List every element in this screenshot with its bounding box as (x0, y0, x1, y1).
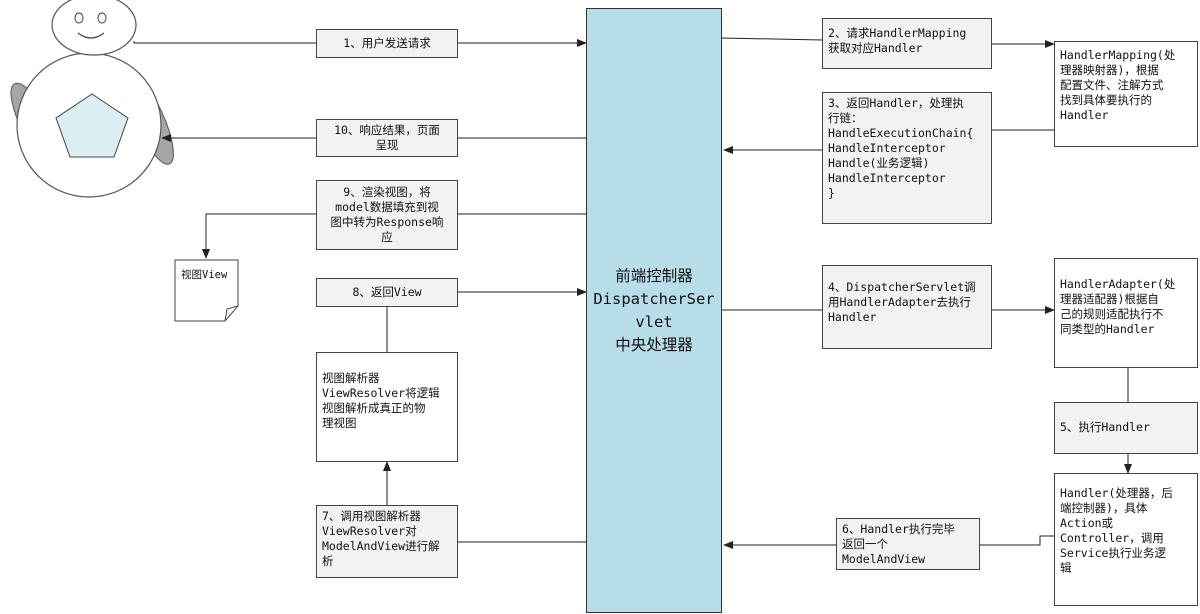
robot-left-eye (74, 12, 84, 24)
view-document-label: 视图View (181, 269, 228, 281)
view-resolver-box: 视图解析器 ViewResolver将逻辑 视图解析成真正的物 理视图 (316, 352, 458, 462)
step8-label: 8、返回View (352, 285, 422, 299)
step6-box: 6、Handler执行完毕 返回一个 ModelAndView (836, 518, 980, 570)
handler-adapter-box: HandlerAdapter(处 理器适配器)根据自 己的规则适配执行不 同类型… (1054, 258, 1198, 368)
step1-label: 1、用户发送请求 (343, 36, 431, 50)
line-step6 (980, 535, 1054, 546)
step3-box: 3、返回Handler，处理执 行链： HandleExecutionChain… (822, 92, 992, 224)
step4-box: 4、DispatcherServlet调 用HandlerAdapter去执行 … (822, 265, 992, 349)
robot-user-icon (10, 0, 174, 198)
step7-box: 7、调用视图解析器 ViewResolver对 ModelAndView进行解 … (316, 505, 458, 578)
pentagon-icon (55, 93, 129, 158)
document-fold (224, 305, 239, 322)
step2-box: 2、请求HandlerMapping 获取对应Handler (822, 18, 992, 69)
step10-box: 10、响应结果，页面 呈现 (316, 119, 458, 157)
step8-box: 8、返回View (316, 278, 458, 307)
step1-box: 1、用户发送请求 (316, 29, 458, 58)
step9-box: 9、渲染视图，将 model数据填充到视 图中转为Response响 应 (316, 180, 458, 250)
handler-box: Handler(处理器，后 端控制器)，具体 Action或 Controlle… (1054, 473, 1198, 606)
step10-label: 10、响应结果，页面 呈现 (334, 123, 440, 152)
robot-mouth (77, 32, 105, 39)
view-document-icon (174, 259, 239, 322)
dispatcher-servlet-box: 前端控制器 DispatcherSer vlet 中央处理器 (586, 8, 722, 613)
robot-head (51, 0, 137, 56)
handler-mapping-box: HandlerMapping(处 理器映射器)，根据 配置文件、注解方式 找到具… (1054, 41, 1198, 147)
step9-label: 9、渲染视图，将 model数据填充到视 图中转为Response响 应 (330, 185, 444, 244)
line-step2 (721, 37, 823, 41)
robot-right-eye (97, 12, 107, 24)
step5-box: 5、执行Handler (1054, 402, 1198, 454)
arrow-step1 (133, 41, 316, 44)
arrow-step9 (202, 213, 316, 259)
